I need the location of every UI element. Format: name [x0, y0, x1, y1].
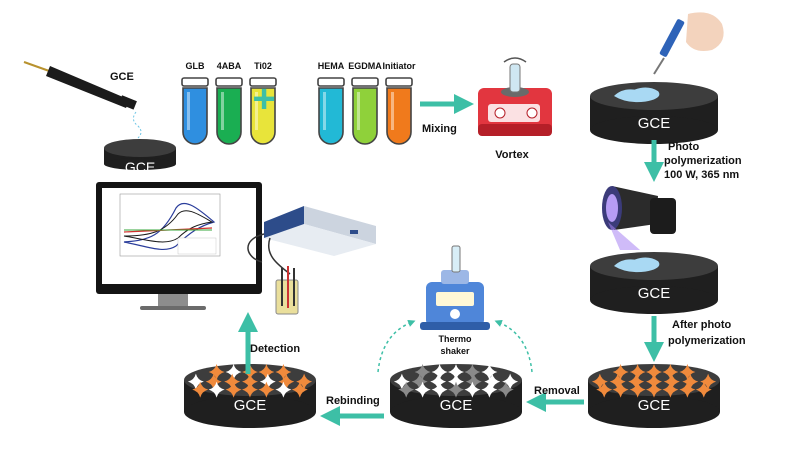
test-tube: Ti02 [249, 61, 277, 145]
tube-liquid [250, 87, 276, 145]
test-tube: Initiator [383, 61, 416, 145]
tube-label: Initiator [383, 61, 416, 71]
tube-label: HEMA [318, 61, 345, 71]
tube-liquid [318, 87, 344, 145]
after-label-2: polymerization [668, 335, 746, 347]
gce-disc-polymerized: GCE [588, 364, 720, 428]
gce-disc-label: GCE [125, 159, 155, 175]
test-tube: 4ABA [215, 61, 243, 145]
tube-label: GLB [186, 61, 205, 71]
tube-liquid [352, 87, 378, 145]
uv-lamp-icon [602, 186, 676, 250]
photo-label-3: 100 W, 365 nm [664, 169, 739, 181]
test-tube: GLB [181, 61, 209, 145]
thermo-shaker-icon [420, 245, 490, 330]
thermo-label-2: shaker [440, 346, 470, 356]
after-label-1: After photo [672, 319, 732, 331]
test-tube: HEMA [317, 61, 345, 145]
photo-label-2: polymerization [664, 155, 742, 167]
electrochemical-cell-icon [275, 266, 299, 315]
tube-label: Ti02 [254, 61, 272, 71]
thermo-out-arrow [494, 319, 533, 373]
electrode-probe-icon [23, 61, 142, 139]
removal-label: Removal [534, 385, 580, 397]
computer-monitor-icon [96, 182, 262, 310]
polymer-droplet [614, 87, 660, 103]
plus-sign: + [252, 77, 275, 121]
vortex-mixer-icon [478, 57, 552, 136]
tube-group-1: GLB 4ABA Ti02 [181, 61, 277, 145]
thermo-label-1: Thermo [438, 334, 472, 344]
gce-disc-label: GCE [638, 397, 671, 414]
tube-liquid [386, 87, 412, 145]
tube-liquid [216, 87, 242, 145]
gce-disc-rebinding: GCE [184, 364, 316, 428]
detection-label: Detection [250, 343, 300, 355]
vortex-label: Vortex [495, 149, 529, 161]
potentiostat-icon [247, 206, 376, 275]
tube-label: 4ABA [217, 61, 242, 71]
polymer-droplet [614, 257, 660, 273]
test-tube: EGDMA [348, 61, 382, 145]
thermo-in-arrow [377, 319, 416, 373]
gce-disc-label: GCE [440, 397, 473, 414]
rebinding-label: Rebinding [326, 395, 380, 407]
gce-disc-photo-top: GCE [590, 82, 718, 144]
mixing-label: Mixing [422, 123, 457, 135]
pipette-icon [653, 12, 724, 75]
gce-disc-label: GCE [638, 285, 671, 302]
gce-disc-removal: GCE [390, 364, 522, 428]
gce-disc-photo-after: GCE [590, 252, 718, 314]
gce-disc-label: GCE [234, 397, 267, 414]
electrode-label: GCE [110, 71, 134, 83]
tube-label: EGDMA [348, 61, 382, 71]
tube-liquid [182, 87, 208, 145]
gce-disc-label: GCE [638, 115, 671, 132]
gce-disc-top: GCE [104, 139, 176, 175]
cv-plot [119, 193, 221, 257]
photo-label-1: Photo [668, 141, 699, 153]
